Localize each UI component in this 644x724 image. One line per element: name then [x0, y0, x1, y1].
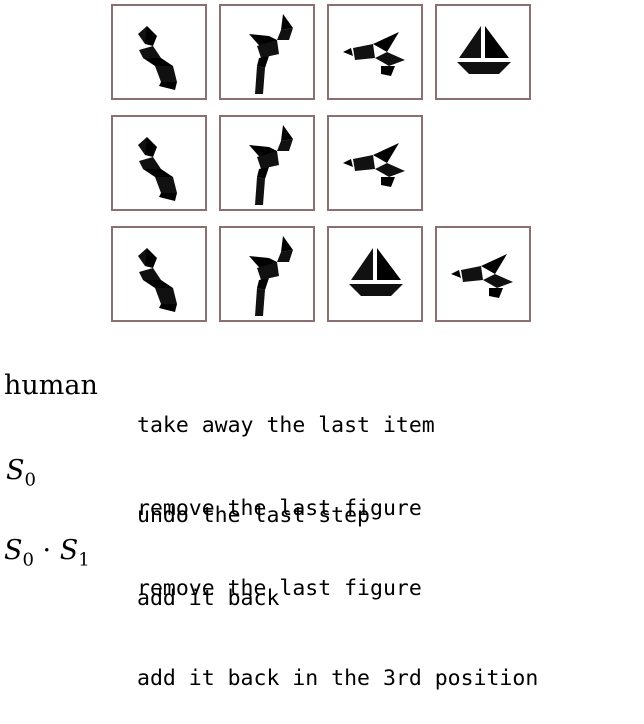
bird-flying-shape-icon: [343, 143, 405, 187]
tile-swan: [111, 115, 207, 211]
instruction-line: undo the last step: [137, 503, 370, 528]
sailboat-shape-icon: [457, 26, 511, 74]
swan-shape-icon: [138, 248, 177, 312]
swan-shape-icon: [138, 26, 177, 90]
bird-flying-shape-icon: [451, 254, 513, 298]
tile-swan: [111, 4, 207, 100]
bird-standing-shape-icon: [249, 236, 293, 316]
speaker-s0-s1: S0 · S1: [4, 535, 90, 571]
tile-bird-flying: [327, 115, 423, 211]
sailboat-shape-icon: [349, 248, 403, 296]
instruction-line: remove the last figure: [137, 496, 422, 521]
instruction-line: remove the last figure: [137, 576, 422, 601]
swan-shape-icon: [138, 137, 177, 201]
instruction-line: take away the last item: [137, 413, 435, 438]
tile-bird-standing: [219, 4, 315, 100]
instruction-line: add it back in the 3rd position: [137, 666, 539, 691]
tile-bird-standing: [219, 115, 315, 211]
bird-flying-shape-icon: [343, 32, 405, 76]
tile-bird-flying: [327, 4, 423, 100]
tile-bird-standing: [219, 226, 315, 322]
speaker-human: human: [4, 370, 98, 401]
tile-bird-flying: [435, 226, 531, 322]
tile-sailboat: [435, 4, 531, 100]
instruction-s0-s1: remove the last figure add it back in th…: [137, 514, 538, 724]
instruction-human: take away the last item undo the last st…: [137, 351, 435, 561]
tile-swan: [111, 226, 207, 322]
bird-standing-shape-icon: [249, 14, 293, 94]
bird-standing-shape-icon: [249, 125, 293, 205]
speaker-s0: S0: [6, 455, 36, 491]
tile-sailboat: [327, 226, 423, 322]
